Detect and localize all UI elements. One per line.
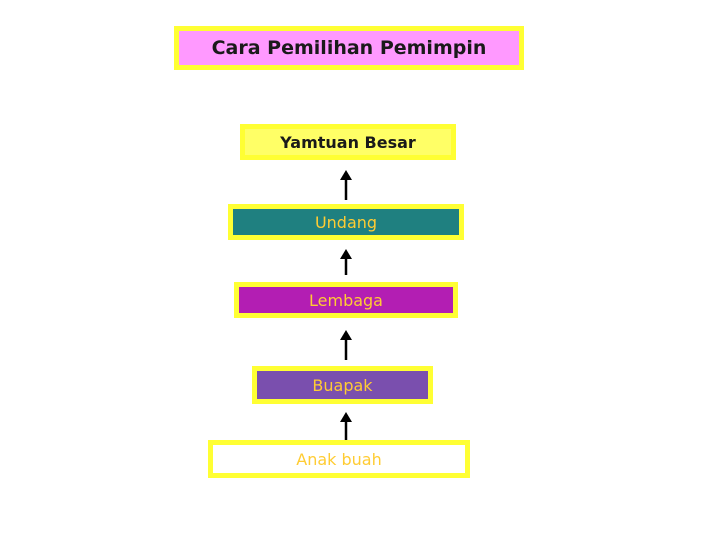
level-undang: Undang [228,204,464,240]
level-lembaga: Lembaga [234,282,458,318]
arrow-up-icon [340,412,352,442]
level-yamtuan-besar: Yamtuan Besar [240,124,456,160]
arrow-up-icon [340,249,352,275]
level-buapak: Buapak [252,366,433,404]
level-anak-buah: Anak buah [208,440,470,478]
arrow-up-icon [340,330,352,360]
diagram-title: Cara Pemilihan Pemimpin [174,26,524,70]
arrow-up-icon [340,170,352,200]
